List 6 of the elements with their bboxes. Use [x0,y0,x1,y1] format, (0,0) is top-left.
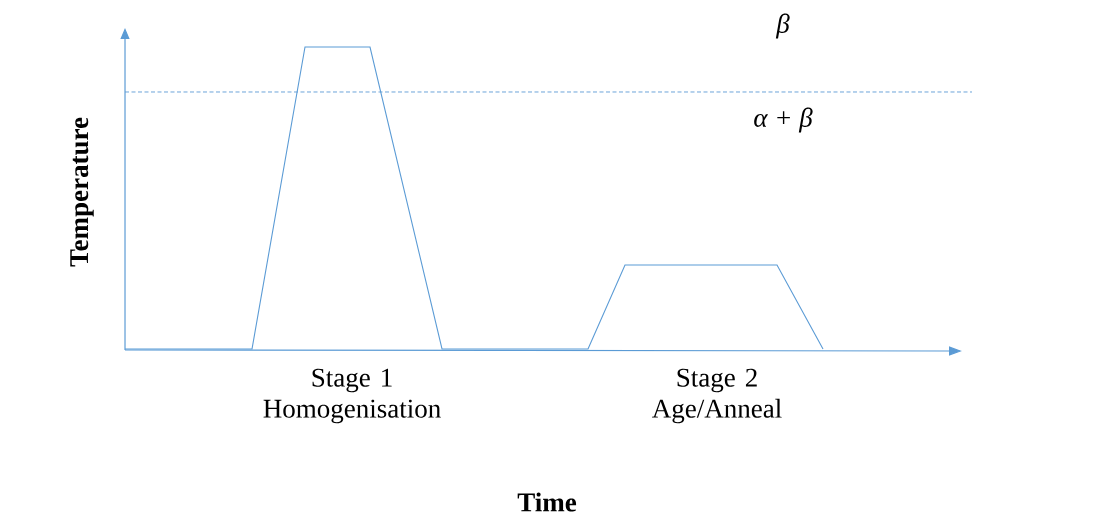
stage-label: Stage 2 Age/Anneal [652,368,782,424]
phase-label: α + β [754,107,813,133]
axis-title: Time [517,492,577,512]
phase-label: β [775,13,790,39]
stage-label: Stage 1 Homogenisation [263,368,441,424]
axis-title: Temperature [70,117,94,267]
